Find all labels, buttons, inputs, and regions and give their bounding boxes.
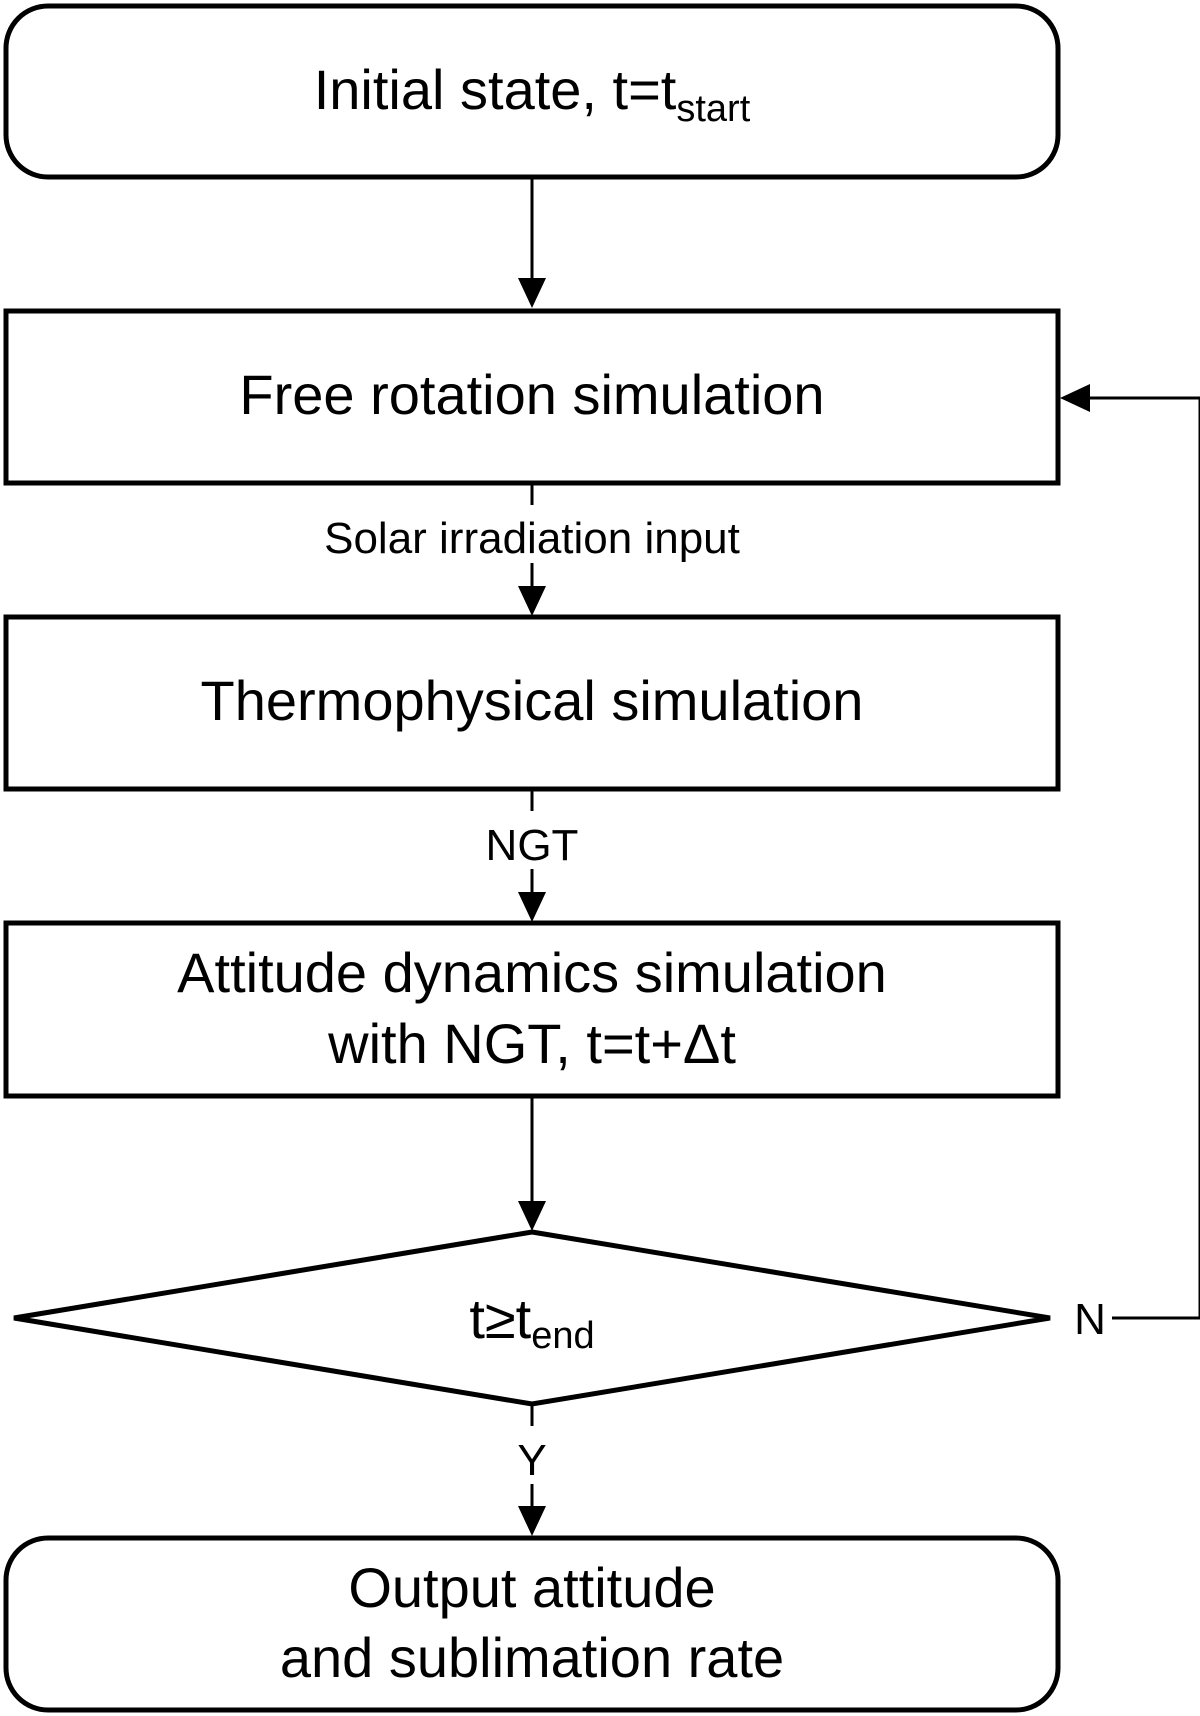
attitude-node: Attitude dynamics simulation with NGT, t… xyxy=(3,920,1061,1099)
no-label: N xyxy=(1074,1295,1106,1344)
thermophysical-label: Thermophysical simulation xyxy=(201,669,864,732)
solar-irradiation-label: Solar irradiation input xyxy=(324,514,740,563)
free-rotation-label: Free rotation simulation xyxy=(239,363,824,426)
free-rotation-node: Free rotation simulation xyxy=(3,308,1061,486)
arrowhead-icon xyxy=(518,892,546,922)
arrowhead-icon xyxy=(518,586,546,616)
arrowhead-icon xyxy=(518,1506,546,1536)
attitude-label-line2: with NGT, t=t+Δt xyxy=(327,1012,736,1075)
ngt-label: NGT xyxy=(486,821,579,870)
decision-subscript: end xyxy=(531,1315,594,1357)
decision-label: t≥t xyxy=(469,1287,531,1350)
edge-label-bg xyxy=(255,505,809,563)
edge-label-bg xyxy=(508,1426,556,1484)
yes-label: Y xyxy=(517,1436,546,1485)
thermophysical-node: Thermophysical simulation xyxy=(3,614,1061,792)
output-node: Output attitude and sublimation rate xyxy=(3,1535,1061,1713)
start-node: Initial state, t=tstart xyxy=(3,3,1061,180)
output-label-line2: and sublimation rate xyxy=(280,1626,784,1689)
start-node-subscript: start xyxy=(676,88,750,130)
arrowhead-icon xyxy=(518,1201,546,1231)
arrowhead-icon xyxy=(518,278,546,308)
edge-label-bg xyxy=(470,811,594,869)
arrowhead-icon xyxy=(1060,384,1090,412)
edge-no-loop-back xyxy=(1082,396,1200,1320)
attitude-label-line1: Attitude dynamics simulation xyxy=(177,941,887,1004)
svg-text:Initial state, t=tstart: Initial state, t=tstart xyxy=(314,58,751,130)
start-node-label: Initial state, t=t xyxy=(314,58,677,121)
decision-node: t≥tend xyxy=(13,1229,1051,1407)
output-label-line1: Output attitude xyxy=(348,1556,715,1619)
svg-text:t≥tend: t≥tend xyxy=(469,1287,594,1357)
